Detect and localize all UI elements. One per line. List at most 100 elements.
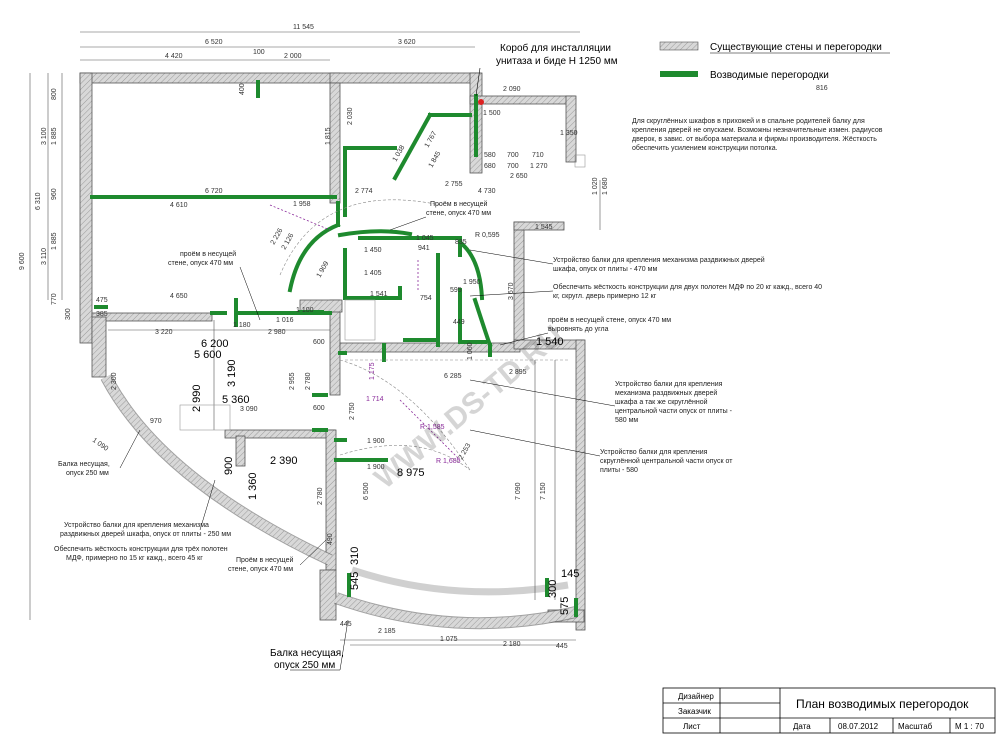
dimension-label: 2 774: [355, 188, 373, 195]
dimension-label: 145: [561, 568, 579, 580]
dimension-label: 300: [547, 580, 559, 598]
dimension-label: 2 750: [349, 402, 356, 420]
dimension-label: 4 650: [170, 293, 188, 300]
dimension-label: 1 767: [424, 130, 439, 149]
note-beam-580-l1: Устройство балки для крепления: [615, 380, 723, 388]
dimension-label: 1 270: [530, 163, 548, 170]
dimension-label: 4 420: [165, 53, 183, 60]
dimension-label: 2 253: [458, 442, 473, 461]
dimension-label: 1 350: [560, 130, 578, 137]
dimension-label: 475: [96, 297, 108, 304]
dimension-label: 3 090: [240, 406, 258, 413]
dimension-label: 490: [327, 533, 334, 545]
dimension-label: 816: [816, 85, 828, 92]
dimension-label: 1 900: [367, 464, 385, 471]
dimension-label: 1 045: [416, 235, 434, 242]
dimension-label: 960: [51, 188, 58, 200]
note-beam-bottom-l2: опуск 250 мм: [274, 660, 335, 671]
note-beam-round-l1: Устройство балки для крепления: [600, 448, 708, 456]
dimension-label: 1 909: [316, 260, 331, 279]
dimension-label: 400: [239, 83, 246, 95]
legend-label-new: Возводимые перегородки: [710, 70, 829, 81]
dimension-label: 2 390: [270, 455, 298, 467]
note-beam-round-l2: скруглённой центральной части опуск от: [600, 457, 733, 465]
dimension-label: 7 090: [515, 482, 522, 500]
dimension-label: 3 110: [41, 248, 48, 265]
dimension-label: 970: [150, 418, 162, 425]
dimension-label: 300: [65, 308, 72, 320]
note-opening-upper-l2: стене, опуск 470 мм: [426, 210, 491, 217]
tb-designer-label: Дизайнер: [678, 692, 714, 701]
dimension-label: 1 545: [535, 224, 553, 231]
dimension-label: 2 650: [510, 173, 528, 180]
dimension-label: 4 730: [478, 188, 496, 195]
dimension-label: 1 540: [536, 336, 564, 348]
tb-title: План возводимых перегородок: [796, 697, 969, 711]
dimension-label: 1 885: [51, 232, 58, 250]
dimension-label: 835: [455, 239, 467, 246]
note-opening-corner-l1: проём в несущей стене, опуск 470 мм: [548, 316, 671, 324]
fixtures: [179, 99, 586, 431]
note-opening-bottom-l2: стене, опуск 470 мм: [228, 566, 293, 573]
tb-date: 08.07.2012: [838, 722, 879, 731]
dimension-label: 445: [340, 621, 352, 628]
dimension-label: 1 075: [440, 636, 458, 643]
dimension-label: 770: [51, 293, 58, 305]
dimension-label: 8 975: [397, 467, 425, 479]
tb-scale: М 1 : 70: [955, 722, 984, 731]
note-opening-upper-l1: Проём в несущей: [430, 200, 487, 208]
tb-sheet-label: Лист: [683, 722, 701, 731]
note-beam-470-l2: шкафа, опуск от плиты - 470 мм: [553, 266, 657, 273]
dimension-label: 2 090: [503, 86, 521, 93]
dimension-label: 6 200: [201, 338, 229, 350]
dimension-label: 6 500: [363, 482, 370, 500]
dimension-label: 600: [313, 405, 325, 412]
dimension-label: 545: [349, 572, 361, 590]
dimension-label: 3 100: [41, 127, 48, 145]
dimension-label: R 1,585: [420, 424, 445, 431]
dimension-label: 1 680: [602, 177, 609, 195]
title-block: [662, 687, 996, 734]
dimension-label: 3 620: [398, 39, 416, 46]
dimension-label: 1 541: [370, 291, 388, 298]
dimension-label: 1 885: [51, 127, 58, 145]
dimension-label: 2 980: [268, 329, 286, 336]
dimension-label: 941: [418, 245, 430, 252]
dimension-label: 1 090: [91, 437, 109, 453]
legend-label-existing: Существующие стены и перегородки: [710, 42, 882, 53]
tb-scale-label: Масштаб: [898, 722, 933, 731]
dimension-label: 1 020: [592, 177, 599, 195]
dimension-label: 1 900: [367, 438, 385, 445]
dashed-arcs: [279, 199, 570, 471]
dimension-label: 2 895: [509, 369, 527, 376]
dimension-label: 754: [420, 295, 432, 302]
tb-date-label: Дата: [793, 722, 811, 731]
callouts: Короб для инсталляции унитаза и биде H 1…: [54, 42, 883, 671]
dimension-label: 2 185: [378, 628, 396, 635]
dimension-label: 2 300: [111, 372, 118, 390]
note-beam-bearing-l2: опуск 250 мм: [66, 470, 109, 477]
dimension-label: 1 180: [233, 322, 251, 329]
dimension-label: R 1,685: [436, 458, 461, 465]
dimension-label: 2 955: [289, 372, 296, 390]
note-stiffness-45-l2: МДФ, примерно по 15 кг кажд., всего 45 к…: [66, 555, 203, 562]
dimension-label: 1 360: [247, 472, 259, 500]
note-beam-580-l3: шкафа а так же скруглённой: [615, 398, 708, 406]
dimension-label: 449: [453, 319, 465, 326]
dimension-label: 900: [223, 457, 235, 475]
dimension-label: 700: [507, 163, 519, 170]
dimension-label: 1 016: [276, 317, 294, 324]
dimension-label: 2 180: [503, 641, 521, 648]
dimension-label: 600: [313, 339, 325, 346]
note-wardrobe-l2: крепления дверей не опускаем. Возможны н…: [632, 126, 883, 134]
dimension-label: 680: [484, 163, 496, 170]
dimension-label: 595: [450, 287, 462, 294]
dimension-label: 1 175: [369, 362, 376, 380]
dimension-label: 3 670: [508, 282, 515, 300]
dimension-label: 6 520: [205, 39, 223, 46]
note-opening-bottom-l1: Проём в несущей: [236, 556, 293, 564]
dimension-label: 1 815: [325, 127, 332, 145]
note-beam-470-l1: Устройство балки для крепления механизма…: [553, 256, 765, 264]
dimension-label: 800: [51, 88, 58, 100]
